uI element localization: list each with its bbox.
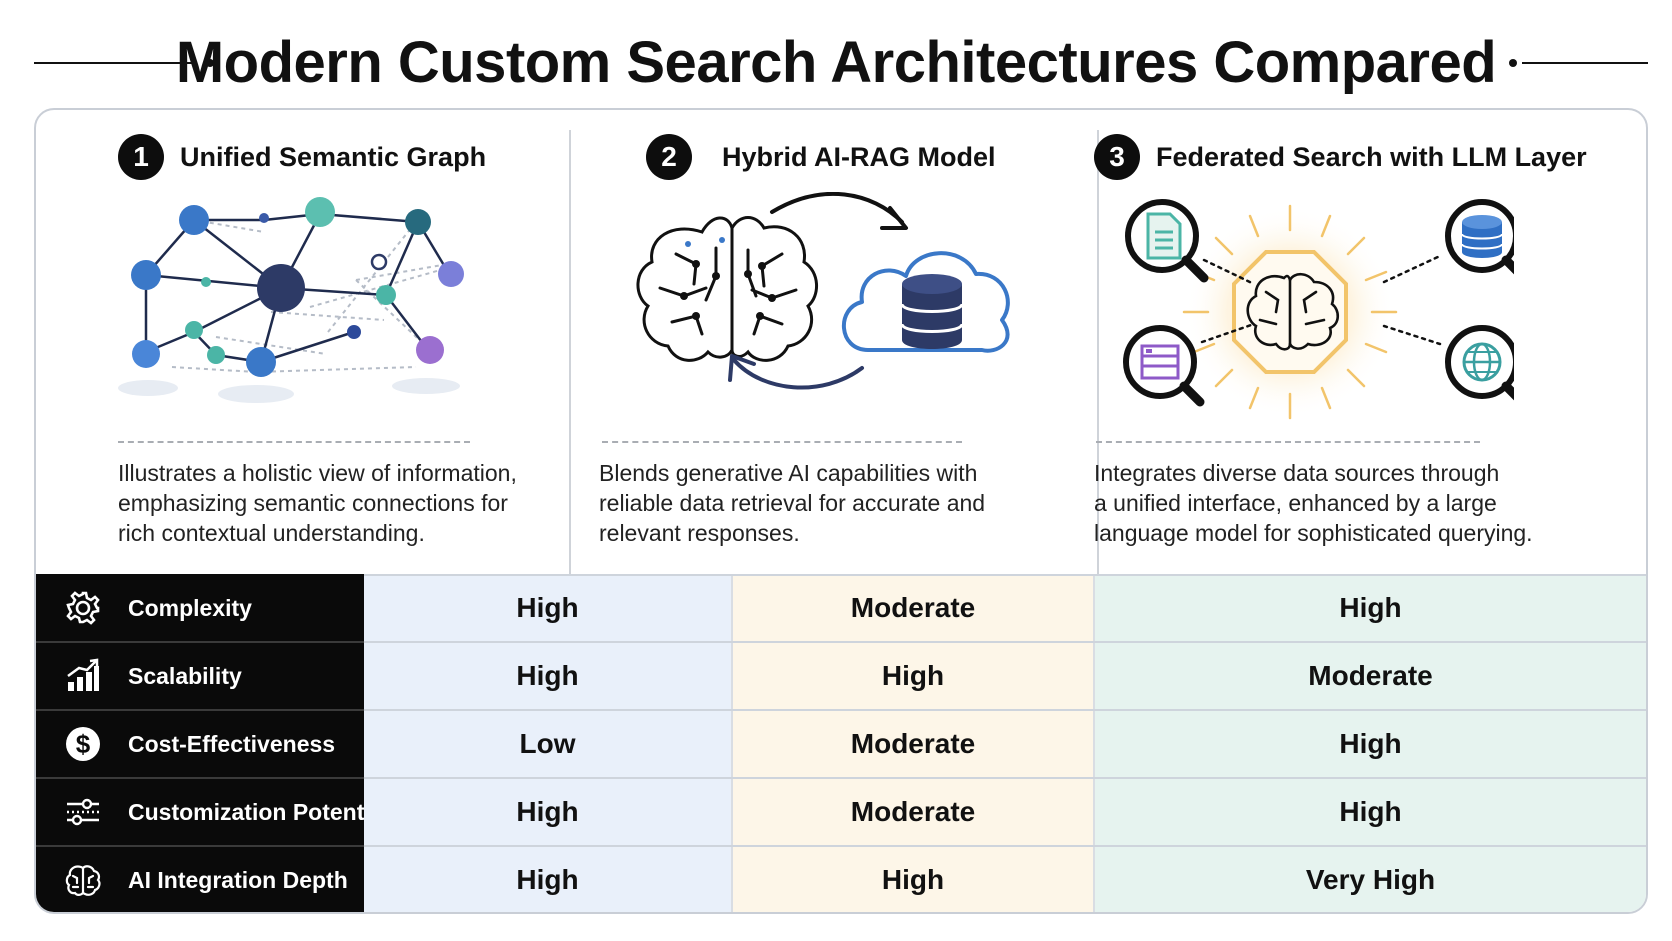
sliders-icon	[64, 793, 102, 831]
brain-with-magnifier-sources-icon	[1123, 199, 1514, 420]
title-dot-left	[206, 59, 214, 67]
comparison-panel: 1 Unified Semantic Graph	[34, 108, 1648, 914]
column-3-header: 3 Federated Search with LLM Layer	[1094, 132, 1587, 182]
section-divider	[1096, 441, 1480, 443]
column-1-description: Illustrates a holistic view of informati…	[118, 458, 538, 548]
row-label-text: AI Integration Depth	[128, 866, 348, 893]
magnifier-globe-icon	[1445, 325, 1514, 401]
column-2-title: Hybrid AI-RAG Model	[722, 141, 996, 172]
table-row: AI Integration Depth High High Very High	[36, 846, 1646, 912]
cell-value: High	[364, 574, 731, 642]
row-label-ai-integration-depth: AI Integration Depth	[36, 846, 364, 912]
label-divider	[36, 709, 364, 711]
row-divider	[364, 777, 1646, 779]
cell-value: Very High	[1093, 846, 1646, 912]
page-title: Modern Custom Search Architectures Compa…	[175, 30, 1497, 95]
svg-text:$: $	[76, 729, 91, 759]
label-divider	[36, 641, 364, 643]
cell-value: Moderate	[1093, 642, 1646, 710]
row-divider	[364, 574, 1646, 576]
magnifier-document-icon	[1125, 199, 1209, 283]
cell-value: High	[1093, 574, 1646, 642]
label-divider	[36, 845, 364, 847]
row-divider	[364, 709, 1646, 711]
description-line: Integrates diverse data sources through	[1094, 460, 1500, 486]
cell-value: Moderate	[731, 710, 1093, 778]
column-2-description: Blends generative AI capabilities with r…	[599, 458, 1069, 548]
growth-chart-icon	[64, 657, 102, 695]
column-divider	[1097, 130, 1099, 670]
row-divider	[364, 641, 1646, 643]
description-line: rich contextual understanding.	[118, 520, 425, 546]
cell-value: High	[731, 642, 1093, 710]
gear-icon	[64, 589, 102, 627]
description-line: Illustrates a holistic view of informati…	[118, 460, 517, 486]
row-label-scalability: Scalability	[36, 642, 364, 710]
table-row: Scalability High High Moderate	[36, 642, 1646, 710]
title-bar: Modern Custom Search Architectures Compa…	[0, 22, 1672, 102]
column-3-description: Integrates diverse data sources through …	[1094, 458, 1594, 548]
label-divider	[36, 777, 364, 779]
dollar-icon: $	[64, 725, 102, 763]
section-divider	[118, 441, 470, 443]
section-divider	[602, 441, 962, 443]
cell-value: High	[731, 846, 1093, 912]
row-label-customization-potential: Customization Potential	[36, 778, 390, 846]
table-row: Complexity High Moderate High	[36, 574, 1646, 642]
cell-value: High	[1093, 778, 1646, 846]
table-row: Customization Potential High Moderate Hi…	[36, 778, 1646, 846]
row-label-text: Cost-Effectiveness	[128, 730, 336, 757]
row-label-cost-effectiveness: $ Cost-Effectiveness	[36, 710, 364, 778]
brain-cloud-database-cycle-icon	[636, 192, 1010, 390]
number-badge-1: 1	[118, 134, 164, 180]
brain-icon	[64, 861, 102, 899]
row-label-text: Complexity	[128, 594, 252, 621]
description-line: reliable data retrieval for accurate and	[599, 490, 986, 516]
cell-value: High	[364, 846, 731, 912]
cell-value: Low	[364, 710, 731, 778]
row-label-text: Scalability	[128, 662, 242, 689]
row-divider	[364, 845, 1646, 847]
column-1-header: 1 Unified Semantic Graph	[118, 132, 486, 182]
magnifier-list-icon	[1123, 325, 1205, 407]
cell-value: High	[364, 642, 731, 710]
cell-value: High	[1093, 710, 1646, 778]
number-badge-3: 3	[1094, 134, 1140, 180]
row-label-complexity: Complexity	[36, 574, 364, 642]
table-row: $ Cost-Effectiveness Low Moderate High	[36, 710, 1646, 778]
magnifier-database-icon	[1445, 199, 1514, 275]
title-rule-left	[34, 62, 194, 64]
description-line: Blends generative AI capabilities with	[599, 460, 978, 486]
column-divider	[569, 130, 571, 670]
column-2-header: 2 Hybrid AI-RAG Model	[646, 132, 996, 182]
title-dot-right	[1509, 59, 1517, 67]
description-line: emphasizing semantic connections for	[118, 490, 508, 516]
description-line: relevant responses.	[599, 520, 800, 546]
title-rule-right	[1522, 62, 1648, 64]
row-label-text: Customization Potential	[128, 798, 390, 825]
cell-value: Moderate	[731, 778, 1093, 846]
cell-value: Moderate	[731, 574, 1093, 642]
column-3-title: Federated Search with LLM Layer	[1156, 141, 1587, 172]
comparison-table: Complexity High Moderate High Scalabilit…	[36, 574, 1646, 912]
description-line: language model for sophisticated queryin…	[1094, 520, 1533, 546]
column-1-title: Unified Semantic Graph	[180, 141, 487, 172]
semantic-graph-network-icon	[118, 197, 464, 403]
description-line: a unified interface, enhanced by a large	[1094, 490, 1497, 516]
number-badge-2: 2	[646, 134, 692, 180]
cell-value: High	[364, 778, 731, 846]
